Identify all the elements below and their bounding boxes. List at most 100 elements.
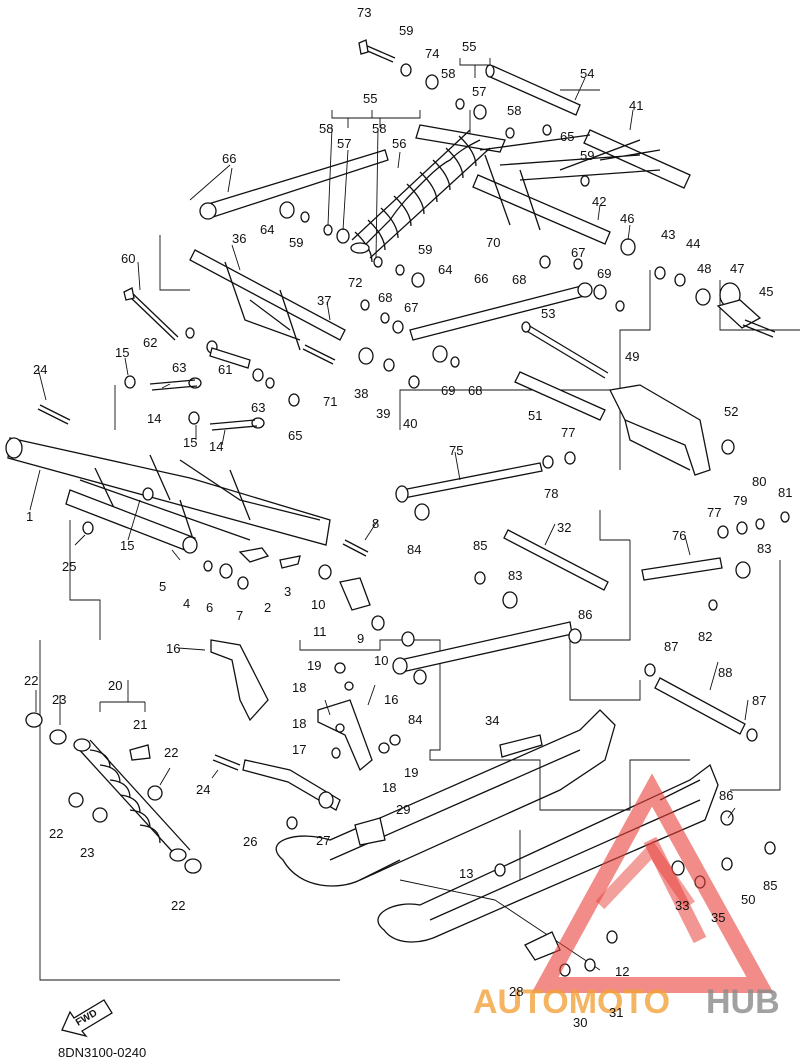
callout: 4	[183, 596, 190, 611]
callout: 18	[292, 716, 306, 731]
callout: 52	[724, 404, 738, 419]
callout: 22	[24, 673, 38, 688]
callout: 59	[580, 148, 594, 163]
callout: 64	[260, 222, 274, 237]
mid-bracket-36	[224, 261, 301, 351]
callout: 83	[757, 541, 771, 556]
callout: 82	[698, 629, 712, 644]
fwd-arrow: FWD	[61, 999, 113, 1038]
callout: 87	[664, 639, 678, 654]
callout: 65	[288, 428, 302, 443]
callout: 61	[218, 362, 232, 377]
callout: 57	[337, 136, 351, 151]
callout: 1	[26, 509, 33, 524]
callout: 60	[121, 251, 135, 266]
callout: 81	[778, 485, 792, 500]
callout: 87	[752, 693, 766, 708]
callout: 9	[357, 631, 364, 646]
callout: 79	[733, 493, 747, 508]
callout: 5	[159, 579, 166, 594]
callout: 22	[164, 745, 178, 760]
callout: 65	[560, 129, 574, 144]
callout: 45	[759, 284, 773, 299]
callout: 3	[284, 584, 291, 599]
callout: 27	[316, 833, 330, 848]
callout: 44	[686, 236, 700, 251]
callout: 59	[399, 23, 413, 38]
callout: 53	[541, 306, 555, 321]
watermark-text-hub: HUB	[706, 983, 780, 1021]
callout: 24	[33, 362, 47, 377]
callout: 6	[206, 600, 213, 615]
callout: 64	[438, 262, 452, 277]
bracket-49	[609, 384, 711, 476]
callout: 35	[711, 910, 725, 925]
callout: 67	[404, 300, 418, 315]
rear-shock-absorber	[350, 124, 506, 263]
leader-lines	[29, 58, 749, 819]
connecting-arms	[199, 149, 593, 341]
callout: 69	[597, 266, 611, 281]
callout: 29	[396, 802, 410, 817]
callout: 31	[609, 1005, 623, 1020]
callout: 84	[407, 542, 421, 557]
callout: 56	[392, 136, 406, 151]
callout: 20	[108, 678, 122, 693]
callout: 86	[578, 607, 592, 622]
callout: 58	[372, 121, 386, 136]
callout: 68	[378, 290, 392, 305]
callout: 51	[528, 408, 542, 423]
callout: 12	[615, 964, 629, 979]
callout: 37	[317, 293, 331, 308]
callout: 84	[408, 712, 422, 727]
callout: 38	[354, 386, 368, 401]
callout: 16	[384, 692, 398, 707]
callout: 58	[507, 103, 521, 118]
callout: 41	[629, 98, 643, 113]
callout: 19	[307, 658, 321, 673]
callout: 85	[763, 878, 777, 893]
callout: 59	[418, 242, 432, 257]
callout: 58	[441, 66, 455, 81]
callout: 68	[512, 272, 526, 287]
callout: 66	[474, 271, 488, 286]
callout: 77	[561, 425, 575, 440]
callout: 34	[485, 713, 499, 728]
callout: 22	[171, 898, 185, 913]
callout: 10	[311, 597, 325, 612]
callout: 70	[486, 235, 500, 250]
callout: 23	[80, 845, 94, 860]
callout: 15	[120, 538, 134, 553]
callout: 59	[289, 235, 303, 250]
callout: 43	[661, 227, 675, 242]
callout: 26	[243, 834, 257, 849]
callout: 72	[348, 275, 362, 290]
slide-rails	[275, 709, 719, 943]
callout: 62	[143, 335, 157, 350]
callout: 76	[672, 528, 686, 543]
callout: 17	[292, 742, 306, 757]
callout: 40	[403, 416, 417, 431]
callout: 21	[133, 717, 147, 732]
front-shock-absorber	[73, 738, 191, 862]
callout: 39	[376, 406, 390, 421]
callout: 13	[459, 866, 473, 881]
callout: 55	[363, 91, 377, 106]
callout: 68	[468, 383, 482, 398]
watermark-text-auto: AUTOMOTO	[473, 983, 670, 1021]
callout: 30	[573, 1015, 587, 1030]
callout: 71	[323, 394, 337, 409]
callout: 75	[449, 443, 463, 458]
callout: 48	[697, 261, 711, 276]
callout: 67	[571, 245, 585, 260]
callout: 8	[372, 516, 379, 531]
callout: 19	[404, 765, 418, 780]
callout: 25	[62, 559, 76, 574]
diagram-code: 8DN3100-0240	[58, 1045, 146, 1060]
callout: 73	[357, 5, 371, 20]
callout: 78	[544, 486, 558, 501]
callout: 18	[292, 680, 306, 695]
callout: 63	[172, 360, 186, 375]
callout: 57	[472, 84, 486, 99]
